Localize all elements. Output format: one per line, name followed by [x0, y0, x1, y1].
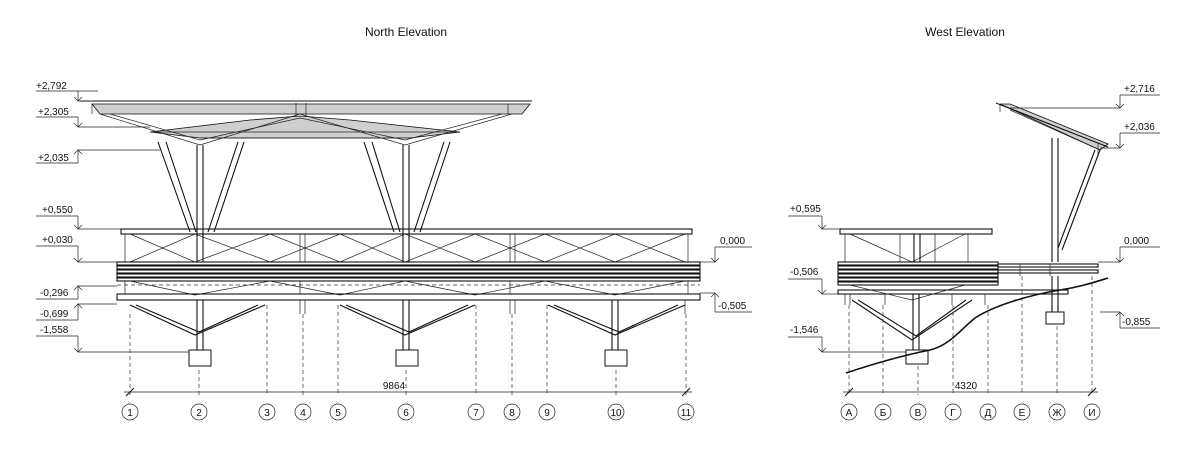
north-elevation-title: North Elevation: [365, 25, 447, 39]
west-axis-markers: А Б В Г Д Е Ж И: [840, 403, 1101, 421]
west-railing: [839, 228, 993, 263]
north-axis-label: 2: [196, 408, 202, 419]
north-level-label-right: -0,505: [718, 301, 747, 312]
west-axis-label: Ж: [1052, 408, 1062, 419]
north-axis-markers: 1 2 3 4 5 6 7 8 9 10 11: [121, 403, 695, 421]
west-overall-dimension: 4320: [955, 381, 978, 392]
west-deck: [837, 261, 1099, 325]
west-elevation: West Elevation: [788, 25, 1160, 421]
west-level-label: -1,546: [790, 325, 819, 336]
north-railing: [120, 228, 693, 263]
north-level-label: +2,035: [38, 153, 69, 164]
north-level-marks-right: 0,000 -0,505: [700, 236, 752, 313]
west-level-label: +0,595: [790, 204, 821, 215]
west-level-label-right: +2,716: [1124, 84, 1155, 95]
west-axes: 4320 А Б В Г Д Е Ж И: [840, 276, 1101, 421]
north-axis-label: 10: [610, 408, 622, 419]
north-level-label: -1,558: [40, 325, 69, 336]
north-axis-label: 1: [127, 408, 133, 419]
north-axis-label: 5: [335, 408, 341, 419]
north-level-label: +0,550: [42, 205, 73, 216]
north-level-label-right: 0,000: [720, 236, 745, 247]
west-axis-label: И: [1088, 408, 1095, 419]
north-substructure: [129, 300, 686, 367]
north-axis-label: 4: [300, 408, 306, 419]
north-overall-dimension: 9864: [383, 381, 406, 392]
north-axis-label: 8: [509, 408, 515, 419]
west-level-marks-right: +2,716 +2,036 0,000 -0,855: [1010, 84, 1160, 329]
north-elevation: North Elevation: [36, 25, 752, 421]
north-level-marks-left: +2,792 +2,305 +2,035 +0,550 +0,030: [36, 81, 189, 353]
west-axis-label: Г: [950, 408, 956, 419]
north-level-label: +0,030: [42, 235, 73, 246]
north-axis-label: 6: [403, 408, 409, 419]
west-level-label-right: 0,000: [1124, 236, 1149, 247]
north-axis-label: 9: [544, 408, 550, 419]
north-axis-label: 11: [681, 408, 692, 419]
west-axis-label: Д: [985, 408, 992, 419]
north-level-label: +2,792: [36, 81, 67, 92]
west-level-marks-left: +0,595 -0,506 -1,546: [788, 204, 906, 353]
west-level-label: -0,506: [790, 267, 819, 278]
north-roof: [80, 100, 532, 146]
north-axis-label: 3: [264, 408, 270, 419]
west-axis-label: Б: [880, 408, 887, 419]
west-axis-label: А: [846, 408, 853, 419]
north-deck: [116, 261, 701, 314]
west-elevation-title: West Elevation: [925, 25, 1005, 39]
west-roof: [995, 102, 1109, 262]
north-level-label: -0,296: [40, 288, 69, 299]
north-level-label: -0,699: [40, 309, 69, 320]
north-axes: 9864 1 2 3 4 5 6 7 8 9: [121, 305, 695, 421]
north-axis-label: 7: [473, 408, 479, 419]
north-columns: [157, 141, 451, 262]
west-axis-label: В: [915, 408, 922, 419]
west-axis-label: Е: [1019, 408, 1026, 419]
west-level-label-right: -0,855: [1122, 317, 1151, 328]
west-terrain-line: [845, 277, 1109, 374]
west-level-label-right: +2,036: [1124, 122, 1155, 133]
north-level-label: +2,305: [38, 107, 69, 118]
